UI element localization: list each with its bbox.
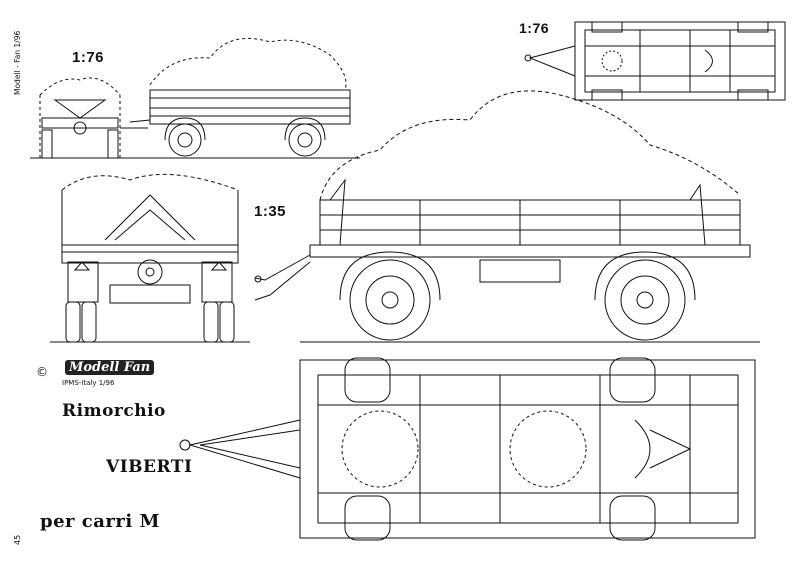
title-per-carri-m: per carri M [40,511,160,532]
magazine-logo: Modell Fan [65,360,155,375]
title-rimorchio: Rimorchio [62,401,166,421]
side-view-large [254,90,760,343]
page-number: 45 [13,534,22,545]
scale-label-top-left: 1:76 [72,49,105,66]
scale-label-middle: 1:35 [254,203,287,220]
plan-view-large [179,357,756,541]
side-view-small [120,37,360,159]
logo-caption: IPMS-Italy 1/96 [62,379,115,387]
scale-label-top-right: 1:76 [519,20,550,36]
front-view-large [50,173,250,343]
title-viberti: VIBERTI [106,457,193,477]
copyright-icon: © [36,365,48,379]
front-view-small [30,77,148,159]
magazine-side-text: Modell - Fan 1/96 [13,30,22,95]
plan-view-small [524,21,786,101]
